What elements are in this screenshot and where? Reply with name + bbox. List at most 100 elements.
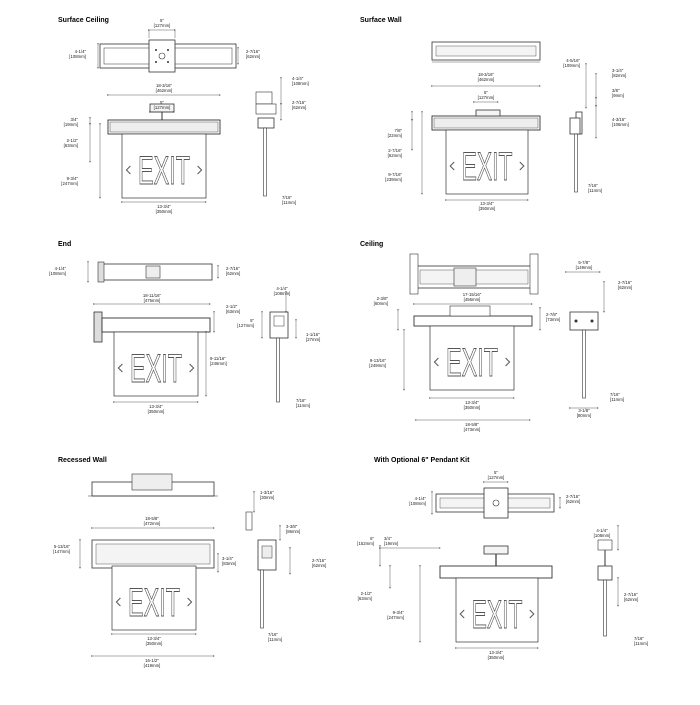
sign-panel [121,133,207,199]
mount-bracket [261,545,273,559]
view-title: Surface Wall [360,17,402,24]
view-title: Ceiling [360,241,383,248]
dimension-label: 17-15/16" [463,292,482,297]
dimension-label: [473mm] [464,427,481,432]
view-surface-wall: Surface WallEXIT18-3/16"[462mm]5"[127mm]… [360,17,629,211]
dimension-label: [350mm] [148,409,165,414]
dimension-label: 4-3/16" [612,117,626,122]
junction-box [453,267,477,287]
screw-icon [155,49,157,51]
dimension-label: [462mm] [478,77,495,82]
dimension-label: 16-1/2" [145,658,159,663]
dimension-label: 5" [160,18,164,23]
dimension-label: [27mm] [306,337,320,342]
canopy [483,545,509,555]
view-end: End4-1/4"[108mm]2-7/16"[62mm]EXIT18-11/1… [49,241,320,414]
dimension-label: 9-3/4" [67,176,79,181]
dimension-label: 2-7/16" [624,592,638,597]
dimension-label: 9-11/16" [210,356,226,361]
dimension-label: 2-1/2" [361,591,373,596]
sign-edge-profile [603,579,607,637]
dimension-label: 1-3/16" [260,490,274,495]
dimension-label: 4-1/4" [276,286,288,291]
dimension-label: [62mm] [388,153,402,158]
mount-hole-icon [492,499,500,507]
dimension-label: [30mm] [260,495,274,500]
dimension-label: [11mm] [268,637,282,642]
screw-icon [167,61,169,63]
dimension-label: [152mm] [357,541,374,546]
housing-inner [433,117,539,129]
view-title: Recessed Wall [58,457,107,464]
view-pendant-kit: With Optional 6" Pendant Kit5"[127mm]4-1… [357,457,648,660]
dimension-label: [350mm] [464,405,481,410]
dimension-label: [62mm] [226,271,240,276]
dimension-label: [472mm] [144,521,161,526]
sign-edge-profile [276,337,280,403]
dimension-label: [108mm] [409,501,426,506]
housing-inner [109,121,219,133]
exit-legend: EXIT [446,341,498,385]
dimension-label: [246mm] [210,361,227,366]
dimension-label: [108mm] [69,54,86,59]
dimension-label: 18-3/16" [478,72,495,77]
sign-panel [445,129,529,195]
sign-panel [429,325,515,391]
dimension-label: 7/16" [282,195,292,200]
dimension-label: 2-3/8" [377,296,389,301]
dimension-label: 2-7/16" [618,280,632,285]
canopy-side-view [255,103,277,115]
dimension-label: 7/16" [634,636,644,641]
screw-icon [167,49,169,51]
dimension-label: 3-3/8" [286,524,298,529]
housing-front-view [413,315,533,327]
dimension-label: 4-5/16" [566,58,580,63]
dimension-label: [63mm] [226,309,240,314]
sign-edge-profile [582,329,586,399]
dimension-label: [109mm] [563,63,580,68]
exit-sign-face: EXIT [445,129,529,195]
sign-panel [111,565,197,631]
view-title: End [58,241,71,248]
screw-icon [574,319,578,323]
dimension-label: 3/4" [71,117,79,122]
dimension-label: [462mm] [156,88,173,93]
dimension-label: [9mm] [612,93,624,98]
junction-box [145,265,161,279]
exit-sign-face: EXIT [121,133,207,199]
dimension-label: 13-3/4" [465,400,479,405]
dimension-label: [62mm] [246,54,260,59]
dimension-label: [127mm] [237,323,254,328]
exit-sign-face: EXIT [429,325,515,391]
dimension-label: 9-13/16" [370,358,387,363]
mount-hole-icon [158,52,166,60]
mount-bracket [273,315,285,327]
dimension-label: [73mm] [546,317,560,322]
dimension-label: [249mm] [369,363,386,368]
dimension-label: [127mm] [154,105,171,110]
mounting-bar [409,253,419,295]
dimension-label: [62mm] [618,285,632,290]
dimension-label: [456mm] [464,297,481,302]
canopy-side-view [255,91,273,105]
end-plate [93,311,103,343]
dimension-label: [239mm] [385,177,402,182]
dimension-label: [108mm] [274,291,291,296]
dimension-label: 7/16" [296,398,306,403]
dimension-label: 18-5/8" [145,516,159,521]
dimension-label: 18-5/8" [465,422,479,427]
dimension-label: 5" [160,100,164,105]
housing-side-view [597,565,613,581]
sign-edge-profile [260,569,264,629]
exit-legend: EXIT [462,145,513,189]
dimension-label: 9-3/4" [393,610,405,615]
exit-sign-face: EXIT [455,577,539,643]
dimension-label: [19mm] [384,541,398,546]
dimension-label: 4-1/4" [415,496,427,501]
dimension-label: [60mm] [374,301,388,306]
dimension-label: 2-7/16" [566,494,580,499]
dimension-label: [350mm] [479,206,496,211]
